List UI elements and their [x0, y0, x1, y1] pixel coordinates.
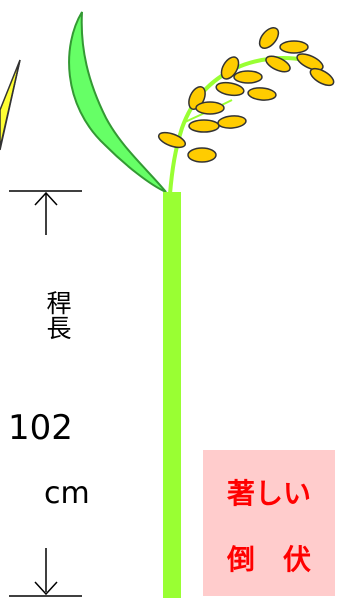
rice-grain	[217, 115, 247, 129]
rice-grain	[265, 55, 291, 73]
partial-yellow-leaf-edge	[0, 59, 21, 151]
bottom-arrowhead	[34, 581, 58, 596]
rice-grain	[247, 87, 277, 101]
stem	[163, 192, 181, 598]
rice-grain	[188, 119, 220, 133]
rice-grain	[187, 147, 217, 163]
lodging-status-line-2: 倒 伏	[226, 543, 311, 576]
rice-grain	[215, 81, 245, 97]
rice-grain	[233, 70, 263, 84]
culm-length-unit: cm	[44, 476, 90, 511]
rice-grain	[296, 53, 324, 71]
rice-grains	[157, 27, 335, 163]
lodging-status-line-1: 著しい	[226, 477, 311, 510]
rice-grain	[157, 131, 187, 149]
lodging-status-box: 著しい 倒 伏	[203, 450, 335, 596]
rice-grain	[220, 56, 240, 80]
culm-length-label: 稈長	[43, 290, 72, 340]
rice-grain	[309, 67, 335, 87]
measurement-bracket	[9, 190, 82, 597]
flag-leaf	[68, 11, 167, 193]
top-arrowhead	[34, 191, 58, 206]
rice-grain	[258, 27, 280, 49]
rice-grain	[195, 101, 225, 115]
culm-length-value: 102	[8, 408, 73, 448]
rice-grain	[279, 40, 309, 54]
